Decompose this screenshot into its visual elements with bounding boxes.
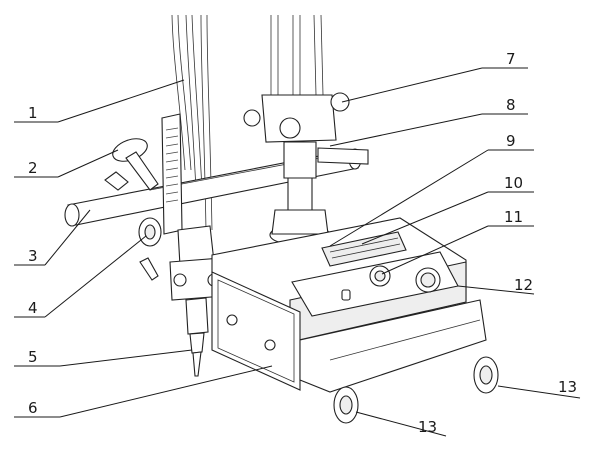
leader-13a xyxy=(355,411,447,437)
callout-leaders xyxy=(14,67,581,437)
callout-7: 7 xyxy=(506,50,516,68)
leader-10 xyxy=(361,191,489,245)
torch-assembly xyxy=(169,225,225,377)
callout-8: 8 xyxy=(506,96,516,114)
leader-1 xyxy=(57,79,185,123)
machine-drawing xyxy=(64,14,499,424)
wheel-front xyxy=(333,386,359,424)
vertical-rack xyxy=(161,113,183,235)
leader-4 xyxy=(44,235,147,318)
leader-2 xyxy=(57,149,119,178)
callout-3: 3 xyxy=(28,247,38,265)
leader-8 xyxy=(329,113,483,147)
callout-2: 2 xyxy=(28,159,38,177)
callout-13-front: 13 xyxy=(418,418,437,436)
callout-labels: 1 2 3 4 5 6 7 8 9 10 11 12 13 13 xyxy=(28,50,577,436)
leader-7 xyxy=(341,67,483,103)
side-panel xyxy=(211,271,301,391)
adjust-knob xyxy=(104,138,159,191)
leader-3 xyxy=(44,209,91,266)
valve-hoses xyxy=(270,14,324,96)
callout-6: 6 xyxy=(28,399,38,417)
clamp-knob xyxy=(138,217,162,281)
callout-11: 11 xyxy=(504,208,523,226)
callout-12: 12 xyxy=(514,276,533,294)
wheel-rear xyxy=(473,356,499,394)
callout-5: 5 xyxy=(28,348,38,366)
leader-6 xyxy=(59,365,273,418)
callout-10: 10 xyxy=(504,174,523,192)
torch-hoses xyxy=(171,14,213,231)
leader-5 xyxy=(59,349,193,367)
callout-9: 9 xyxy=(506,132,516,150)
leader-12 xyxy=(457,285,535,295)
callout-4: 4 xyxy=(28,299,38,317)
leader-11 xyxy=(381,225,489,275)
callout-1: 1 xyxy=(28,104,38,122)
leader-13b xyxy=(497,385,581,399)
leader-9 xyxy=(329,149,489,247)
chassis xyxy=(299,299,487,393)
callout-13-rear: 13 xyxy=(558,378,577,396)
